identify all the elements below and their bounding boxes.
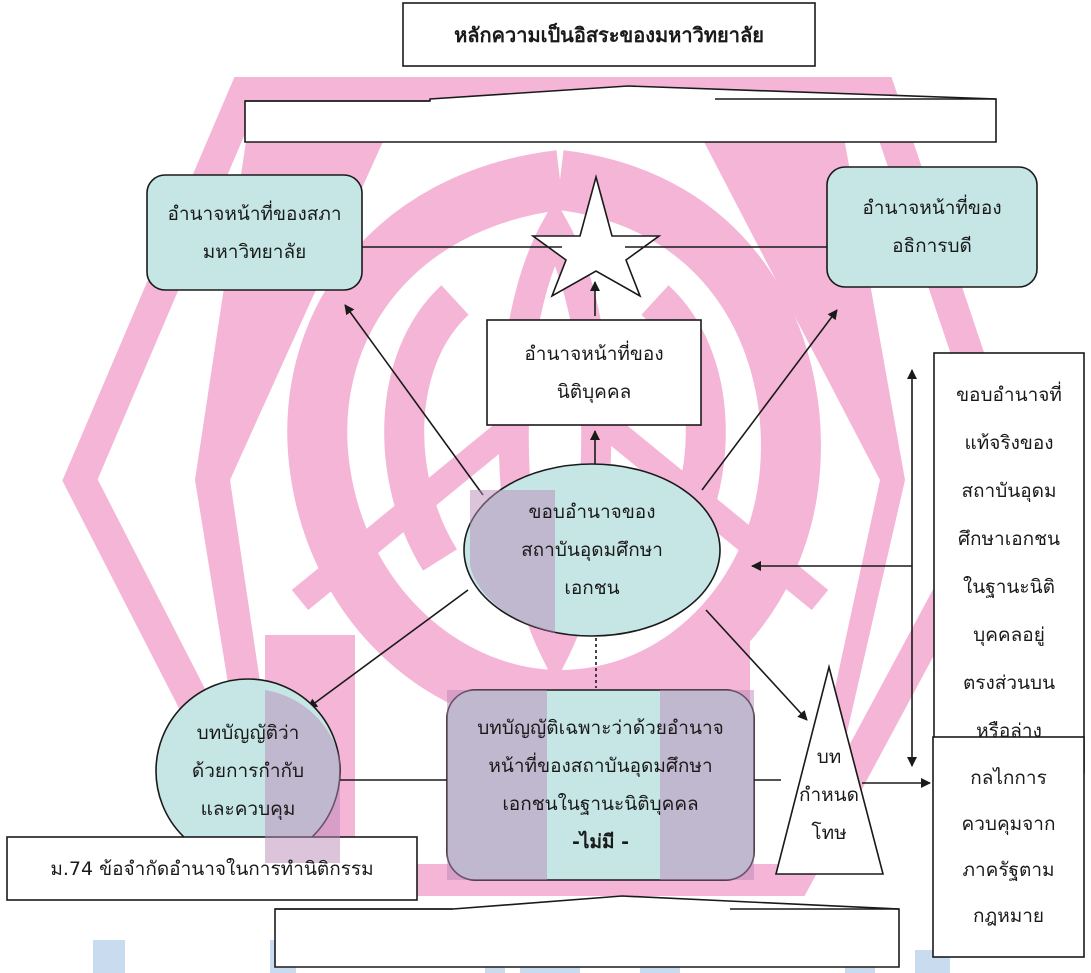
diagram-title: หลักความเป็นอิสระของมหาวิทยาลัย	[454, 22, 764, 47]
state-control-box	[932, 736, 1085, 958]
council-box	[146, 174, 363, 291]
section74-label: ม.74 ข้อจำกัดอำนาจในการทำนิติกรรม	[50, 857, 374, 880]
council-label: อำนาจหน้าที่ของสภา มหาวิทยาลัย	[167, 202, 342, 263]
specific-label: บทบัญญัติเฉพาะว่าด้วยอำนาจ หน้าที่ของสถา…	[477, 717, 724, 853]
star-icon	[530, 173, 662, 298]
arrow-scope-penalty	[705, 609, 808, 721]
arrow-scope-president	[701, 309, 838, 491]
penalty-triangle	[774, 663, 885, 875]
juristic-label: อำนาจหน้าที่ของ นิติบุคคล	[524, 342, 664, 403]
arrow-scope-regulation	[307, 589, 469, 709]
president-box	[826, 166, 1038, 288]
section74-box	[6, 836, 418, 901]
arrow-scope-council	[344, 304, 484, 496]
regulation-label: บทบัญญัติว่า ด้วยการกำกับ และควบคุม	[191, 722, 305, 820]
state-control-label: กลไกการ ควบคุมจาก ภาครัฐตาม กฎหมาย	[961, 767, 1056, 927]
true-scope-box	[933, 352, 1085, 774]
true-scope-label: ขอบอำนาจที่ แท้จริงของ สถาบันอุดม ศึกษาเ…	[956, 384, 1062, 742]
top-brace	[244, 85, 997, 143]
president-label: อำนาจหน้าที่ของ อธิการบดี	[862, 197, 1002, 257]
scope-label: ขอบอำนาจของ สถาบันอุดมศึกษา เอกชน	[521, 501, 663, 599]
penalty-label: บท กำหนด โทษ	[798, 746, 860, 844]
juristic-box	[486, 319, 702, 426]
title-box	[402, 2, 816, 67]
bottom-brace	[274, 895, 900, 968]
